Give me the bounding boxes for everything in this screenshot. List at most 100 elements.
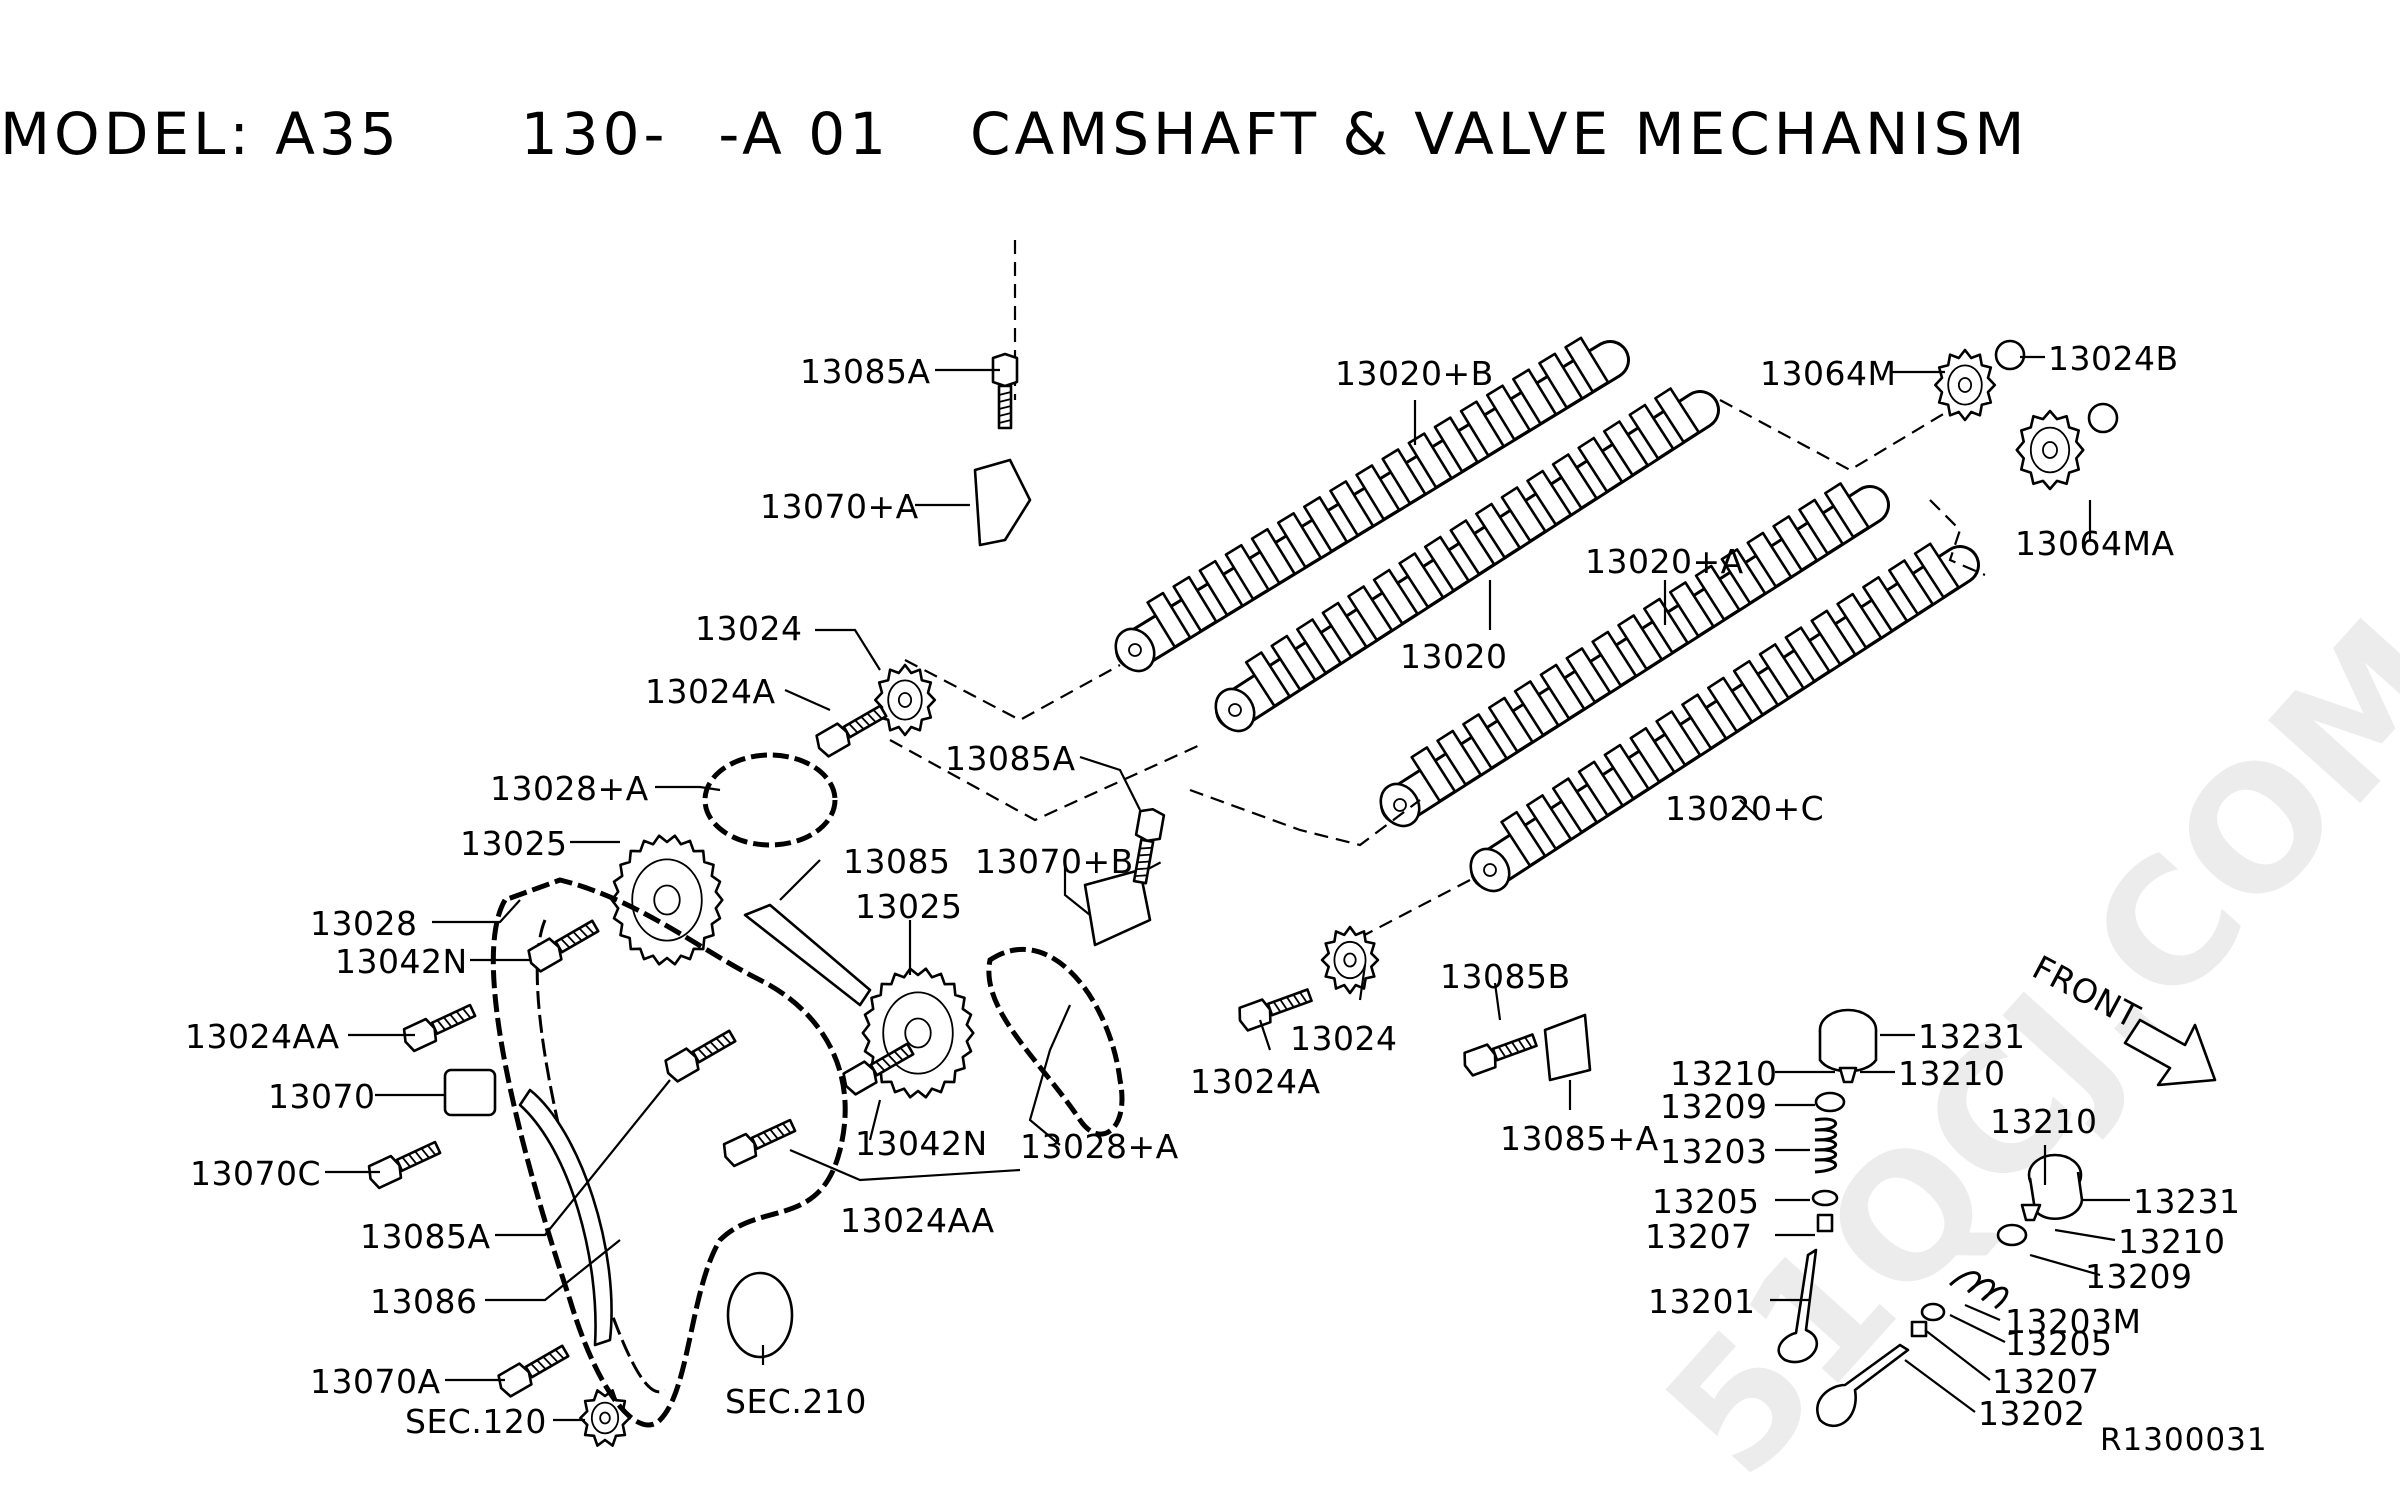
cam-lobe: [1603, 743, 1650, 800]
cam-lobe: [1643, 597, 1689, 654]
bolt-thread: [763, 1131, 773, 1143]
cam-lobe: [1551, 777, 1598, 834]
sprocket-hub: [2029, 426, 2071, 474]
bolt-thread: [420, 1147, 430, 1159]
label-13202: 13202: [1978, 1394, 2085, 1433]
label-13042N-mid: 13042N: [855, 1124, 988, 1163]
bolt-thread: [1138, 853, 1151, 857]
cam-lobe: [1784, 626, 1831, 683]
valve-seal-a: [1816, 1213, 1834, 1233]
bolt-thread: [848, 723, 859, 734]
cam-lobe: [1407, 432, 1453, 489]
bolt-13085A-top: [991, 352, 1019, 430]
label-13209-a: 13209: [1660, 1087, 1767, 1126]
bolt-head: [991, 352, 1019, 388]
washer-13042N-mid: [842, 1042, 915, 1096]
cam-lobe: [1591, 630, 1638, 687]
bolt-head: [664, 1047, 700, 1083]
sprocket-bore: [904, 1017, 932, 1049]
bolt-head: [722, 1132, 758, 1168]
camshaft-sprocket-13064M: [1934, 348, 1997, 422]
bolt-thread: [998, 419, 1012, 424]
camshaft-group: [1114, 336, 1980, 893]
label-13020-plus-a: 13020+A: [1585, 542, 1744, 581]
cam-lobe: [1381, 448, 1427, 505]
sec-210-part: [726, 1271, 794, 1359]
camshaft-end: [1379, 782, 1421, 828]
label-13085B: 13085B: [1440, 957, 1571, 996]
label-13210-c: 13210: [1990, 1102, 2097, 1141]
sprocket-bore: [653, 884, 681, 916]
bolt-13024AA-mid: [722, 1118, 797, 1168]
label-13024B: 13024B: [2048, 339, 2179, 378]
sprocket-teeth: [873, 663, 937, 737]
valve-b: [1816, 1343, 1910, 1428]
camshaft-end: [1469, 847, 1511, 893]
sprocket-teeth: [861, 967, 975, 1099]
cam-lobe: [1681, 693, 1728, 750]
valve-retainer-a: [1814, 1091, 1846, 1113]
label-sec-210: SEC.210: [725, 1382, 867, 1421]
cam-lobe: [1655, 710, 1702, 767]
chain-tensioner-13070: [443, 1068, 497, 1117]
bolt-13070A: [497, 1344, 570, 1398]
cam-lobe: [1487, 696, 1534, 753]
sprocket-hub: [1333, 940, 1367, 980]
cam-lobe: [1577, 760, 1624, 817]
camshaft-end-hole: [1483, 863, 1497, 877]
valve-retainer-b: [1996, 1223, 2028, 1247]
cam-lobe: [1146, 591, 1192, 649]
bolt-thread: [414, 1150, 424, 1162]
cam-lobe: [1668, 581, 1715, 638]
cam-lobe: [1720, 548, 1767, 605]
sprocket-teeth: [1320, 925, 1380, 995]
cam-lobe: [1410, 746, 1457, 803]
bolt-thread: [1504, 1043, 1513, 1056]
label-13210-a: 13210: [1670, 1054, 1777, 1093]
label-13028: 13028: [310, 904, 417, 943]
cam-lobe: [1526, 794, 1573, 851]
sprocket-hub: [887, 679, 923, 721]
cam-lobe: [1732, 659, 1779, 716]
label-13085A-mid: 13085A: [945, 739, 1076, 778]
label-13203: 13203: [1660, 1132, 1767, 1171]
cam-lobe: [1707, 676, 1754, 733]
camshaft-2: [1214, 387, 1720, 733]
bolt-head: [842, 1060, 878, 1096]
chain-tensioner-guide-13086: [518, 1088, 613, 1347]
camshaft-end-hole: [1128, 643, 1142, 657]
bolt-thread: [1286, 996, 1295, 1008]
bolt-head: [497, 1362, 533, 1398]
bolt-thread: [860, 716, 871, 727]
bolt-thread: [1136, 867, 1149, 871]
cam-lobe: [1887, 559, 1934, 616]
bolt-head: [1134, 807, 1166, 843]
bolt-thread: [709, 1041, 720, 1052]
cam-lobe: [1372, 568, 1419, 625]
cam-lobe: [1500, 486, 1547, 543]
label-13201: 13201: [1648, 1282, 1755, 1321]
label-13024AA-left: 13024AA: [185, 1017, 340, 1056]
label-13210-b: 13210: [1898, 1054, 2005, 1093]
valve-spring-a: [1814, 1117, 1838, 1174]
cam-lobe: [1798, 498, 1844, 555]
label-13020: 13020: [1400, 637, 1507, 676]
label-13203M: 13203M: [2005, 1302, 2141, 1341]
sprocket-bore: [599, 1411, 611, 1425]
cam-lobe: [1628, 403, 1675, 460]
bolt-thread: [1139, 846, 1153, 850]
cam-lobe: [1913, 542, 1960, 599]
crankshaft-sprocket-sec-120: [579, 1389, 631, 1447]
cam-lobe: [1244, 651, 1291, 708]
label-13024-right: 13024: [1290, 1019, 1397, 1058]
bolt-thread: [1137, 860, 1150, 864]
label-13070: 13070: [268, 1077, 375, 1116]
label-13020-plus-b: 13020+B: [1335, 354, 1494, 393]
cam-lobe: [1433, 416, 1479, 473]
bolt-thread: [854, 719, 865, 730]
valve-lifter-body-a: [1818, 1030, 1878, 1073]
sprocket-hub: [590, 1401, 620, 1435]
